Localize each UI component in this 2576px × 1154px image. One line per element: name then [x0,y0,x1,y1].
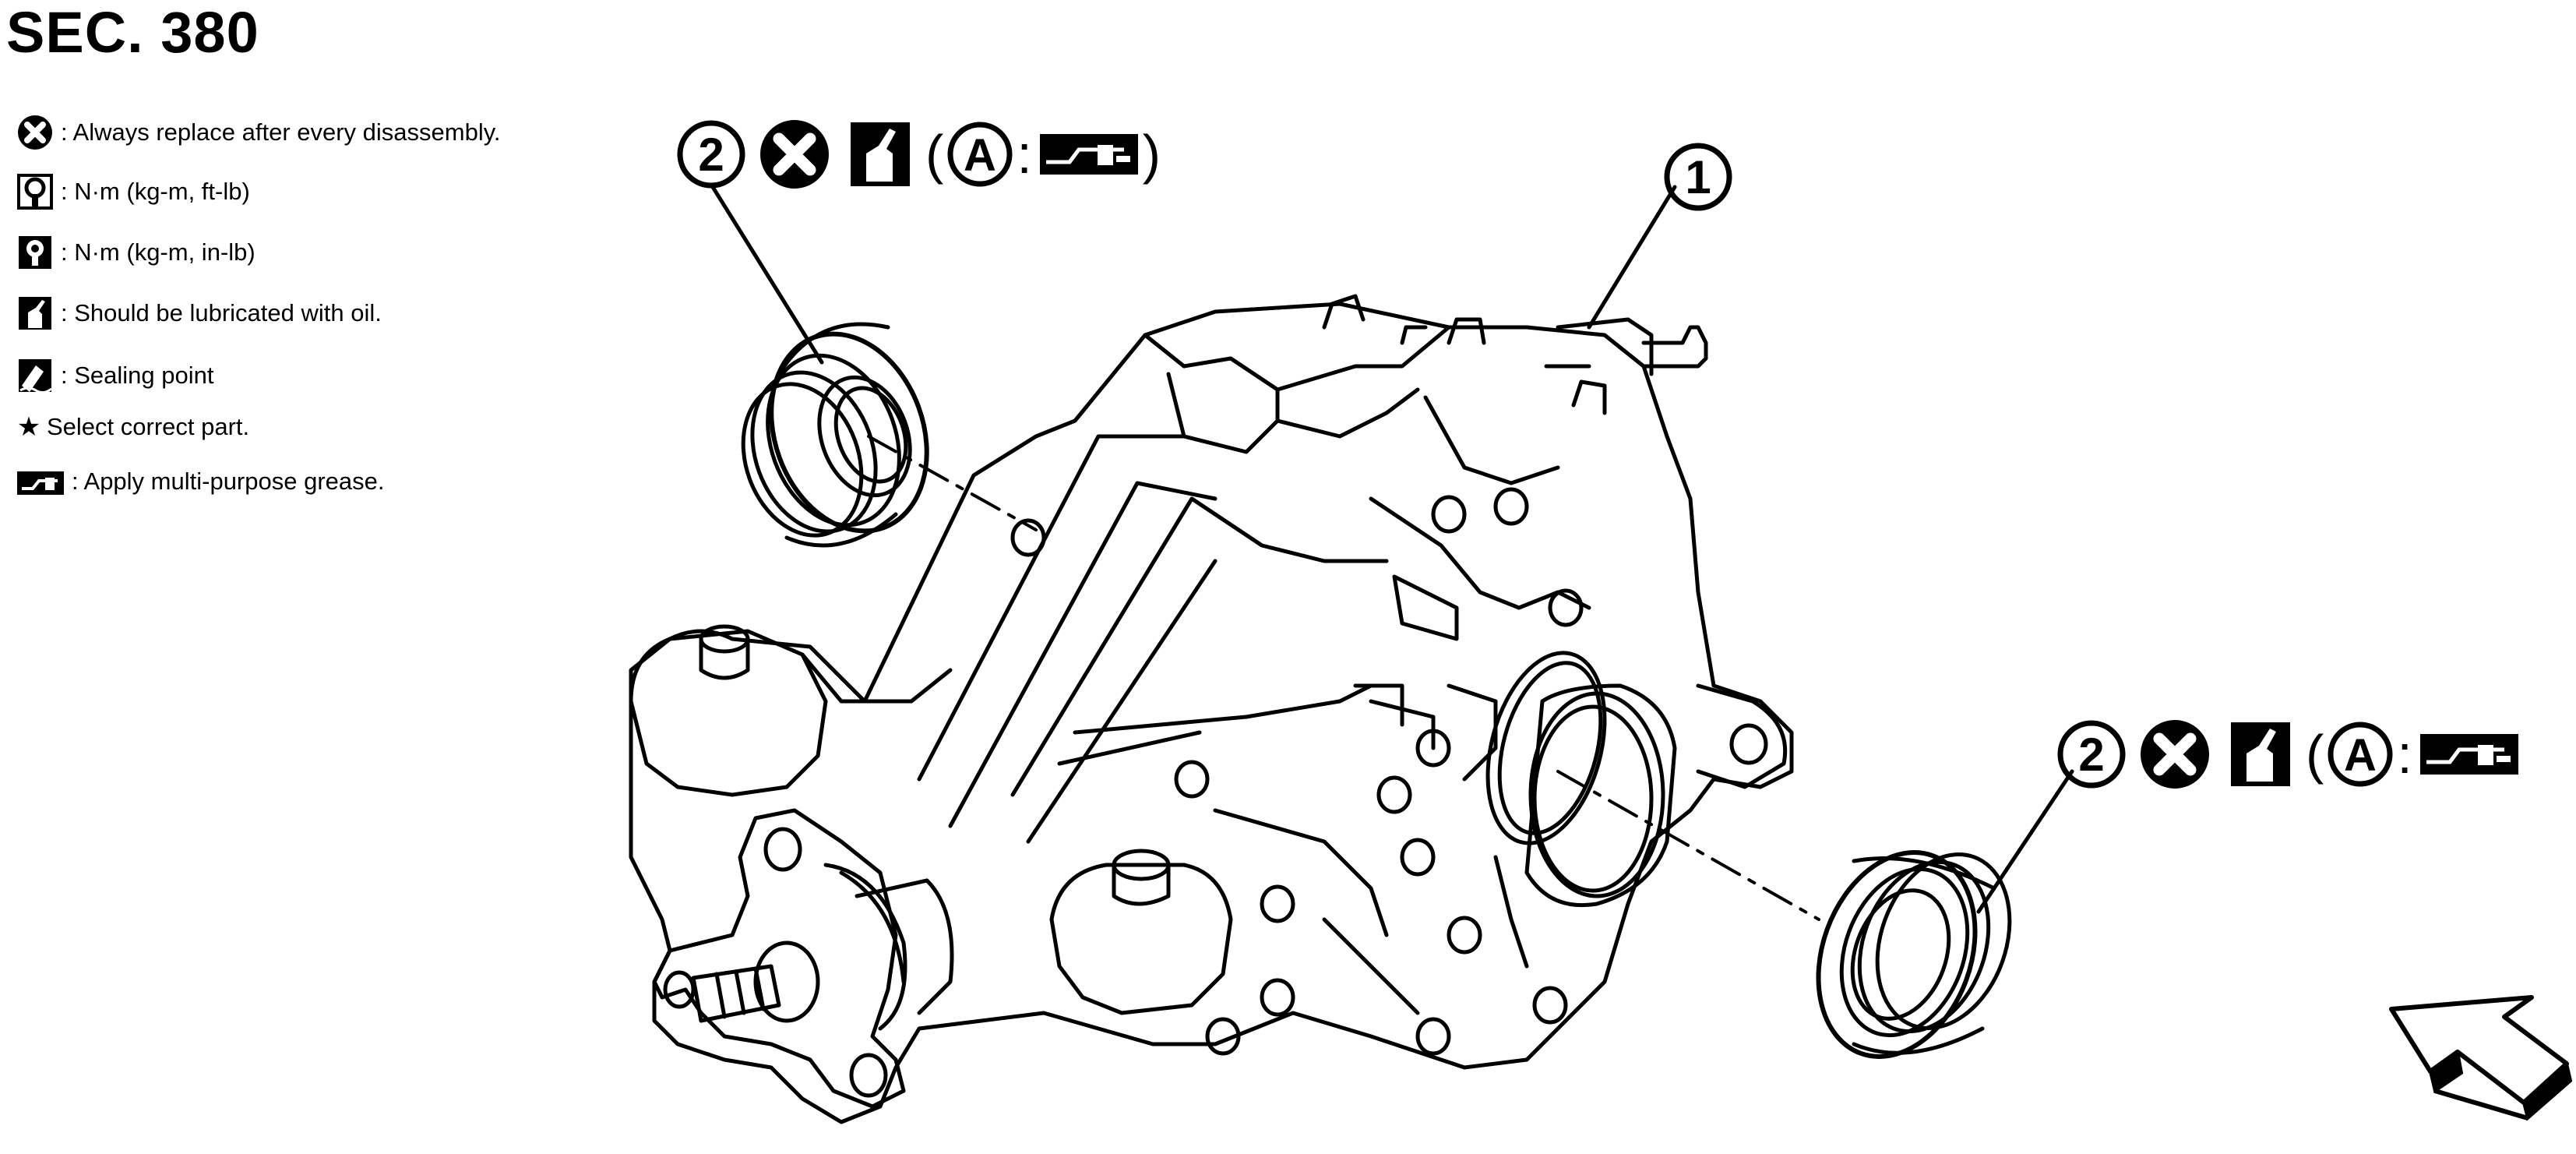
oil-can-icon [16,294,55,333]
torque-wrench-icon [16,172,55,211]
oil-seal-right [1816,850,2012,1059]
centerline-right [1556,770,1820,921]
legend-row-replace: : Always replace after every disassembly… [16,111,501,154]
grease-gun-icon [16,462,65,501]
callout-part2-right: 2 ( A : [2056,717,2520,792]
sealant-icon [16,356,55,395]
legend-text-torque-ftlb: : N·m (kg-m, ft-lb) [61,178,250,205]
grease-gun-icon [1039,134,1138,175]
centerline-left [867,435,1038,531]
legend-row-torque-ftlb: : N·m (kg-m, ft-lb) [16,170,250,214]
legend-text-sealing: : Sealing point [61,362,214,389]
replace-x-icon [2141,720,2209,789]
grease-gun-icon [2419,734,2518,775]
leader-line-part2-left [710,185,824,365]
oil-can-icon [851,122,910,186]
front-direction-arrow [2384,986,2574,1126]
legend-text-torque-inlb: : N·m (kg-m, in-lb) [61,238,255,266]
leader-line-part2-right [1976,769,2074,914]
oil-can-icon [2231,722,2290,786]
colon: : [2397,724,2412,785]
leader-line-part1 [1587,185,1677,330]
replace-x-icon [16,113,55,152]
section-title: SEC. 380 [6,0,259,65]
star-icon: ★ [16,412,41,442]
legend-text-oil: : Should be lubricated with oil. [61,299,382,326]
oil-seal-left [741,322,929,548]
legend-text-star: Select correct part. [47,413,250,440]
svg-text:A: A [2344,730,2377,781]
svg-text:1: 1 [1685,151,1711,203]
torque-wrench-filled-icon [16,233,55,272]
colon: : [1017,124,1032,185]
part-number-badge: 2 [677,120,745,189]
legend-row-sealing: : Sealing point [16,354,213,397]
front-mount-bracket [1049,849,1233,1015]
callout-part1: 1 [1664,143,1732,211]
side-gear-bore [1485,651,1607,845]
open-paren: ( [2306,724,2324,785]
arrow-left-down-icon [2389,995,2573,1121]
legend-text-grease: : Apply multi-purpose grease. [72,468,385,495]
part-number-badge: 2 [2057,720,2126,789]
legend-text-replace: : Always replace after every disassembly… [61,118,501,146]
legend-row-oil: : Should be lubricated with oil. [16,291,382,335]
reference-letter-badge: A [947,122,1013,187]
svg-text:2: 2 [2078,729,2104,781]
left-mount-bracket [629,624,953,797]
close-paren: ) [1142,124,1161,185]
final-drive-carrier [629,294,1794,1124]
companion-flange [652,808,954,1109]
svg-text:2: 2 [698,129,724,181]
legend-row-grease: : Apply multi-purpose grease. [16,460,385,503]
legend-row-torque-inlb: : N·m (kg-m, in-lb) [16,231,255,274]
open-paren: ( [925,124,944,185]
callout-part2-left: 2 ( A : ) [676,117,1164,192]
svg-text:A: A [964,130,996,181]
replace-x-icon [760,120,829,189]
legend-row-star: ★ Select correct part. [16,405,249,449]
reference-letter-badge: A [2328,722,2393,787]
